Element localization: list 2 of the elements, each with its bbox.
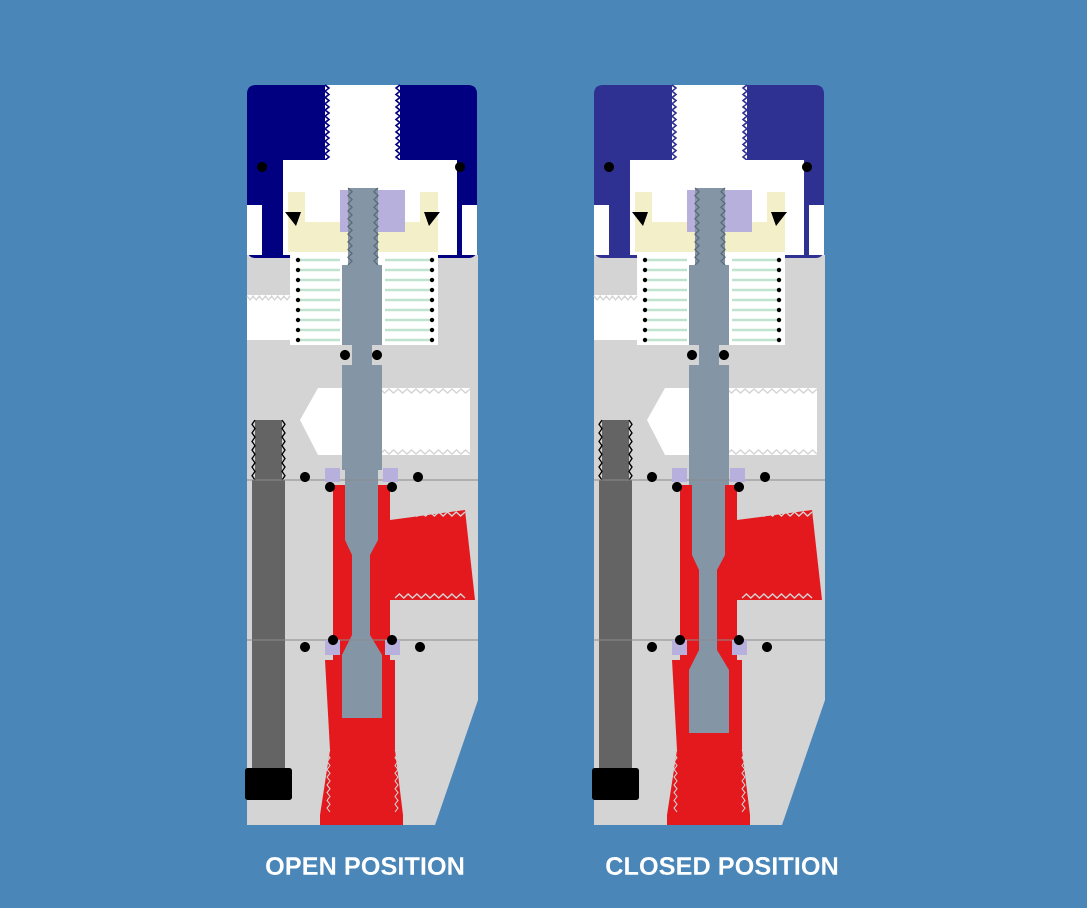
caption: CLOSED POSITION bbox=[606, 857, 838, 875]
caption: OPEN POSITION bbox=[266, 857, 464, 875]
